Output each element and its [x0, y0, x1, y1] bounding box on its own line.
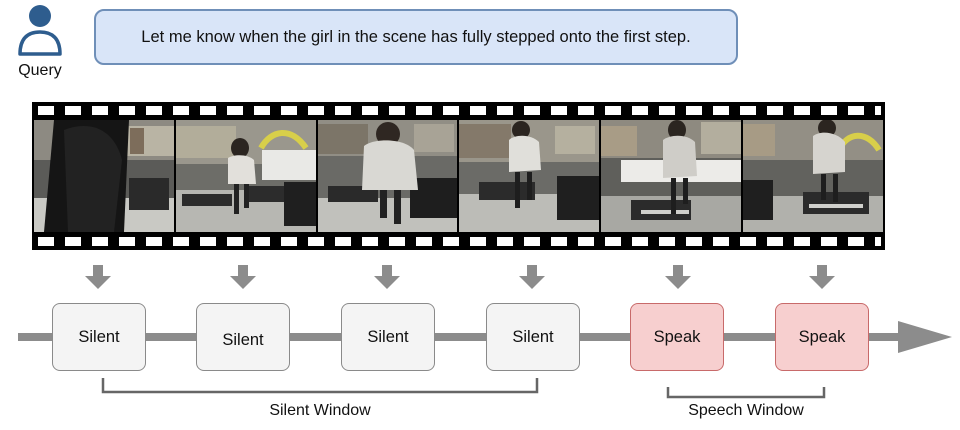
down-arrow-icon — [230, 265, 256, 289]
step-box-2: Silent — [196, 303, 290, 371]
timeline-arrow-icon — [898, 321, 952, 353]
step-label: Silent — [78, 327, 120, 346]
step-label: Speak — [798, 327, 846, 346]
query-text: Let me know when the girl in the scene h… — [141, 27, 691, 46]
user-icon — [18, 5, 62, 56]
down-arrow-icon — [374, 265, 400, 289]
down-arrow-icon — [519, 265, 545, 289]
speech-window-label: Speech Window — [688, 402, 804, 419]
query-label: Query — [18, 62, 62, 79]
film-sprocket-holes-top — [38, 106, 881, 115]
step-box-6: Speak — [775, 303, 869, 371]
step-box-3: Silent — [341, 303, 435, 371]
step-box-5: Speak — [630, 303, 724, 371]
step-label: Silent — [367, 327, 409, 346]
film-sprocket-holes-bottom — [38, 237, 881, 246]
step-label: Speak — [653, 327, 701, 346]
video-frame-1 — [34, 120, 174, 232]
video-frame-5 — [601, 120, 742, 232]
video-frame-6 — [743, 120, 883, 232]
speech-window-bracket — [666, 387, 826, 399]
timeline-graphics — [18, 321, 952, 399]
video-frame-2 — [175, 120, 316, 232]
video-frames — [34, 120, 883, 232]
video-frame-4 — [459, 120, 600, 232]
down-arrow-icon — [85, 265, 111, 289]
step-label: Silent — [222, 330, 264, 349]
down-arrow-icon — [665, 265, 691, 289]
down-arrow-icon — [809, 265, 835, 289]
query-bubble: Let me know when the girl in the scene h… — [94, 9, 738, 65]
step-box-1: Silent — [52, 303, 146, 371]
step-box-4: Silent — [486, 303, 580, 371]
video-frame-3 — [317, 120, 458, 232]
silent-window-label: Silent Window — [269, 402, 371, 419]
step-label: Silent — [512, 327, 554, 346]
query-user: Query — [8, 2, 72, 82]
film-strip — [32, 102, 885, 250]
silent-window-bracket — [101, 378, 539, 394]
